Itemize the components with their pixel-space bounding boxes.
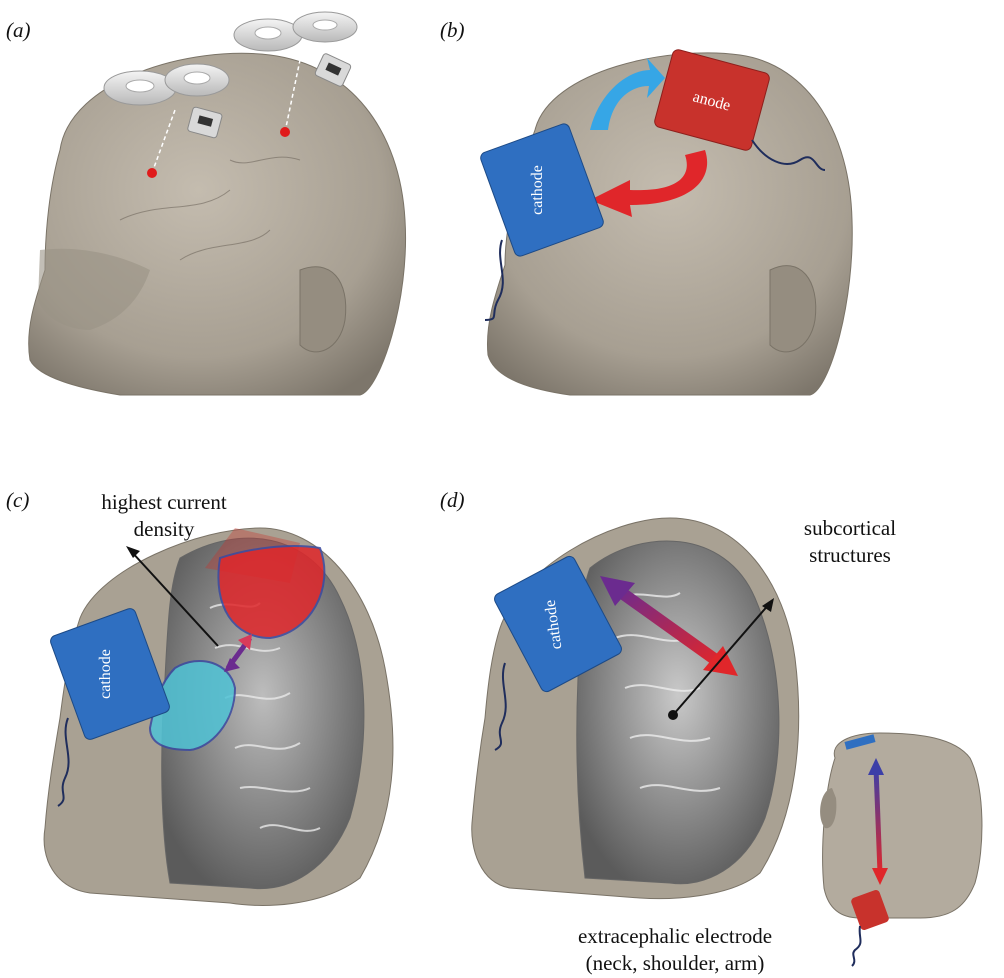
panel-a-illustration bbox=[0, 0, 440, 420]
annotation-subcortical-structures: subcortical structures bbox=[760, 515, 940, 569]
head-a bbox=[29, 53, 406, 395]
annotation-extra-line2: (neck, shoulder, arm) bbox=[545, 950, 805, 977]
stimulation-point-2 bbox=[280, 127, 290, 137]
annotation-highest-current-density: highest current density bbox=[64, 489, 264, 543]
annotation-extra-line1: extracephalic electrode bbox=[545, 923, 805, 950]
head-section-d bbox=[472, 518, 799, 899]
annotation-c-line1: highest current bbox=[64, 489, 264, 516]
stimulation-point-1 bbox=[147, 168, 157, 178]
panel-b-illustration: anode cathode bbox=[440, 0, 880, 420]
panel-c-illustration: cathode bbox=[0, 488, 440, 978]
annotation-d-line2: structures bbox=[760, 542, 940, 569]
cathode-label-c: cathode bbox=[97, 649, 114, 699]
annotation-extracephalic-electrode: extracephalic electrode (neck, shoulder,… bbox=[545, 923, 805, 977]
annotation-c-line2: density bbox=[64, 516, 264, 543]
cathode-label-b: cathode bbox=[529, 165, 546, 215]
posterior-head-view bbox=[820, 733, 982, 966]
annotation-d-line1: subcortical bbox=[760, 515, 940, 542]
